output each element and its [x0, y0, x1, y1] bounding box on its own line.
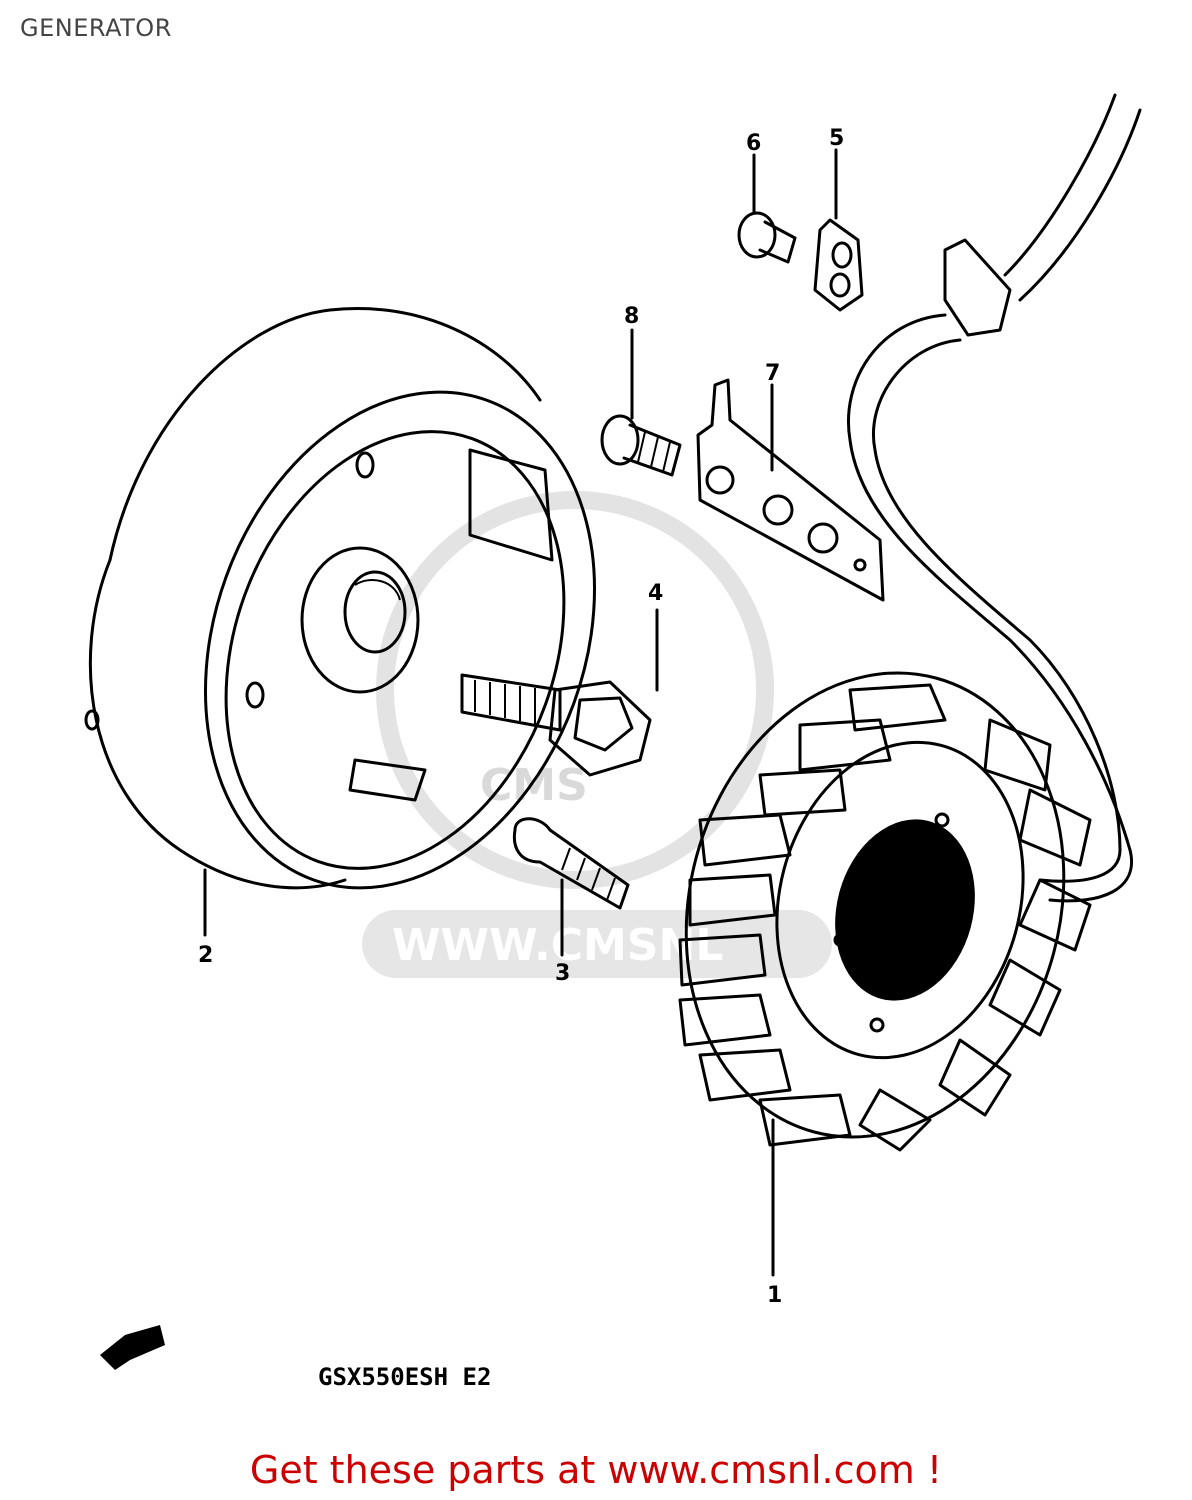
page-title: GENERATOR	[20, 14, 172, 42]
clamp-plate-part-7	[696, 378, 885, 602]
callout-3: 3	[555, 961, 570, 986]
screw-part-6	[737, 153, 797, 264]
callout-2: 2	[198, 943, 213, 968]
callout-4: 4	[648, 581, 663, 606]
rotor-part-2	[84, 307, 596, 937]
parts-link[interactable]: Get these parts at www.cmsnl.com !	[249, 1448, 943, 1492]
screw-part-3	[512, 817, 630, 957]
callout-7: 7	[765, 361, 780, 386]
callout-6: 6	[746, 131, 761, 156]
direction-arrow-icon	[100, 1325, 165, 1370]
callout-5: 5	[829, 126, 844, 151]
model-code: GSX550ESH E2	[318, 1363, 491, 1391]
wire-harness	[847, 93, 1142, 903]
watermark: CMS WWW.CMSNL	[362, 491, 832, 978]
rotor-bolt-part-4	[460, 608, 659, 777]
callout-8: 8	[624, 304, 639, 329]
watermark-logo-text: CMS	[480, 760, 588, 811]
grommet-part-5	[813, 148, 864, 312]
bolt-part-8	[600, 328, 682, 477]
callout-1: 1	[767, 1283, 782, 1308]
watermark-url-text: WWW.CMSNL	[392, 920, 723, 971]
stator-part-1	[678, 671, 1092, 1277]
